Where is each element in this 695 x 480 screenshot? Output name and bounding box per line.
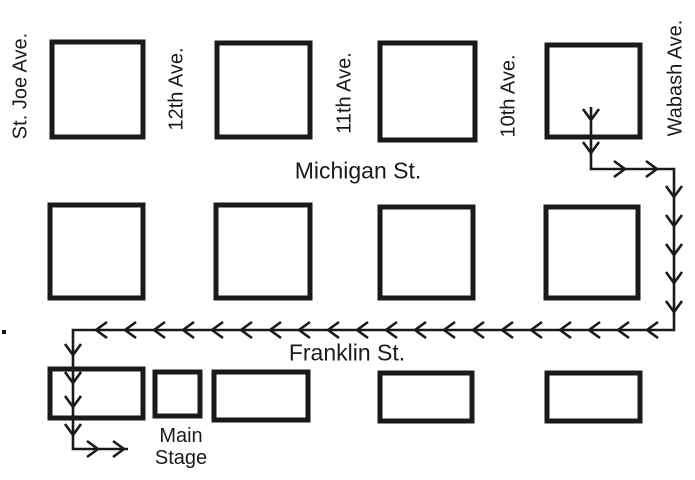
- route-direction-chevron: [664, 243, 684, 258]
- route-direction-chevron: [412, 320, 427, 340]
- route-direction-chevron: [664, 300, 684, 315]
- route-direction-chevron: [645, 159, 660, 179]
- city-block: [49, 39, 146, 140]
- route-direction-chevron: [267, 320, 282, 340]
- route-direction-chevron: [63, 395, 83, 410]
- route-direction-chevron: [557, 320, 572, 340]
- route-direction-chevron: [664, 214, 684, 229]
- route-direction-chevron: [93, 320, 108, 340]
- route-direction-chevron: [112, 439, 127, 459]
- city-block: [214, 40, 313, 140]
- route-direction-chevron: [499, 320, 514, 340]
- main-stage-label: Main Stage: [155, 425, 207, 469]
- route-direction-chevron: [325, 320, 340, 340]
- avenue-label-10th: 10th Ave.: [497, 54, 520, 138]
- route-direction-chevron: [470, 320, 485, 340]
- main-stage-label-line1: Main: [159, 425, 203, 447]
- city-block: [377, 370, 475, 424]
- street-label-michigan: Michigan St.: [294, 157, 422, 184]
- avenue-label-wabash: Wabash Ave.: [664, 19, 687, 137]
- route-direction-chevron: [644, 320, 659, 340]
- route-direction-chevron: [63, 343, 83, 358]
- route-direction-chevron: [441, 320, 456, 340]
- route-direction-chevron: [581, 108, 601, 123]
- route-direction-chevron: [63, 371, 83, 386]
- route-direction-chevron: [63, 423, 83, 438]
- route-direction-chevron: [151, 320, 166, 340]
- route-direction-chevron: [586, 320, 601, 340]
- avenue-label-11th: 11th Ave.: [333, 52, 356, 134]
- route-direction-chevron: [664, 185, 684, 200]
- route-direction-chevron: [296, 320, 311, 340]
- city-block: [213, 202, 313, 301]
- city-block: [47, 366, 146, 421]
- route-direction-chevron: [664, 271, 684, 286]
- route-direction-chevron: [86, 439, 101, 459]
- route-direction-chevron: [354, 320, 369, 340]
- route-direction-chevron: [122, 320, 137, 340]
- route-direction-chevron: [180, 320, 195, 340]
- route-direction-chevron: [613, 159, 628, 179]
- route-direction-chevron: [383, 320, 398, 340]
- city-block: [377, 204, 476, 301]
- city-block: [543, 204, 641, 301]
- city-block: [211, 369, 311, 423]
- city-block: [544, 370, 643, 424]
- avenue-label-st-joe: St. Joe Ave.: [9, 32, 32, 140]
- city-block: [152, 369, 203, 419]
- route-direction-chevron: [238, 320, 253, 340]
- main-stage-label-line2: Stage: [154, 447, 208, 469]
- city-block: [47, 202, 146, 301]
- parade-route-line: [71, 107, 676, 451]
- city-block: [544, 42, 643, 140]
- route-direction-chevron: [581, 141, 601, 156]
- route-direction-chevron: [615, 320, 630, 340]
- city-block: [377, 40, 478, 143]
- route-direction-chevron: [528, 320, 543, 340]
- route-direction-chevron: [209, 320, 224, 340]
- stray-ink-mark: [2, 330, 6, 334]
- avenue-label-12th: 12th Ave.: [165, 47, 188, 131]
- street-label-franklin: Franklin St.: [288, 339, 406, 366]
